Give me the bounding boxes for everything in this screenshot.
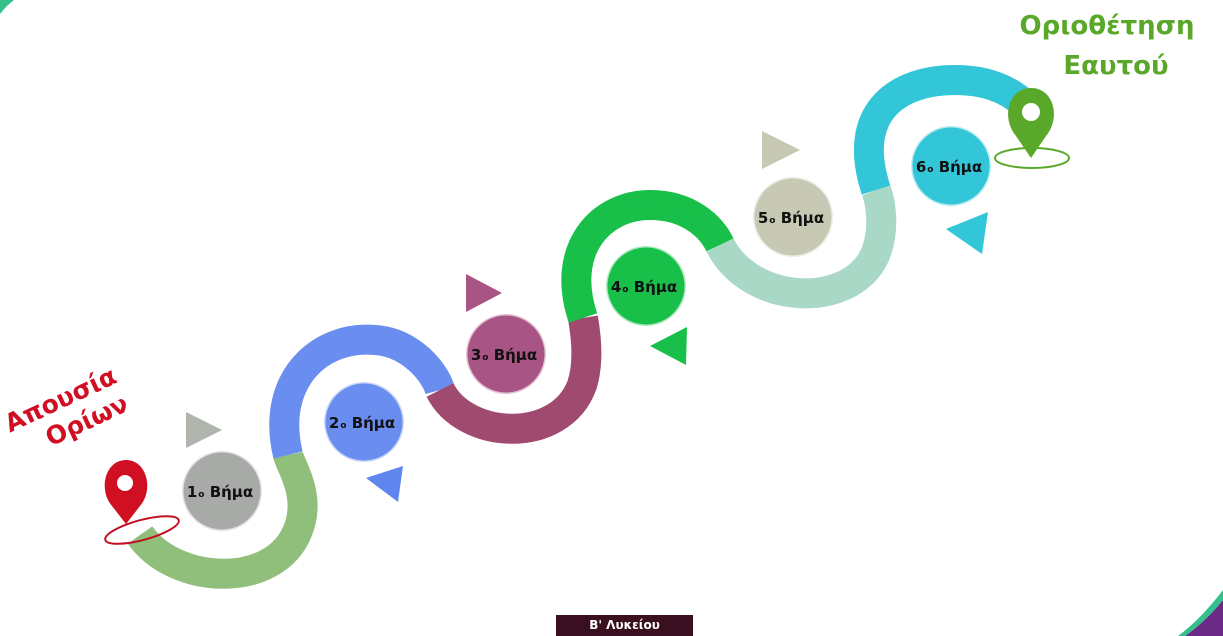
arrow-step-5 [762, 131, 800, 169]
step-word: Βήμα [204, 483, 253, 501]
step-ordinal-suffix: ο [198, 490, 204, 500]
step-ordinal-suffix: ο [340, 421, 346, 431]
step-number: 4 [611, 278, 621, 296]
footer-tag: Β' Λυκείου [556, 615, 693, 636]
step-ordinal-suffix: ο [927, 165, 933, 175]
step-number: 2 [329, 414, 339, 432]
step-circle [322, 380, 406, 464]
corner-decoration-top-left [0, 0, 14, 14]
step-label: 1ο Βήμα [187, 483, 253, 501]
step-label: 6ο Βήμα [916, 158, 982, 176]
step-circle [751, 175, 835, 259]
step-circle [180, 449, 264, 533]
step-ordinal-suffix: ο [482, 353, 488, 363]
end-title: Οριοθέτηση Εαυτού [1020, 11, 1195, 81]
end-pin-icon [994, 88, 1070, 169]
step-6: 6ο Βήμα [909, 124, 993, 208]
direction-arrows [186, 131, 988, 502]
step-ordinal-suffix: ο [622, 285, 628, 295]
road [127, 64, 1036, 589]
end-title-line-1: Οριοθέτηση [1020, 11, 1195, 41]
step-label: 2ο Βήμα [329, 414, 395, 432]
step-word: Βήμα [488, 346, 537, 364]
step-word: Βήμα [628, 278, 677, 296]
step-3: 3ο Βήμα [464, 312, 548, 396]
step-1: 1ο Βήμα [180, 449, 264, 533]
step-number: 5 [758, 209, 768, 227]
step-label: 4ο Βήμα [611, 278, 677, 296]
step-label: 3ο Βήμα [471, 346, 537, 364]
arrow-step-3 [466, 274, 502, 312]
step-word: Βήμα [933, 158, 982, 176]
arrow-step-6 [946, 212, 988, 254]
step-word: Βήμα [775, 209, 824, 227]
start-pin-icon [104, 460, 180, 545]
step-number: 6 [916, 158, 926, 176]
step-word: Βήμα [346, 414, 395, 432]
arrow-step-2 [366, 466, 403, 502]
step-5: 5ο Βήμα [751, 175, 835, 259]
arrow-step-1 [186, 412, 222, 448]
step-circle [464, 312, 548, 396]
start-title: Απουσία Ορίων [0, 361, 132, 452]
step-label: 5ο Βήμα [758, 209, 824, 227]
step-circle [909, 124, 993, 208]
step-circle [604, 244, 688, 328]
arrow-step-4 [650, 327, 687, 365]
corner-decoration-bottom-right [1185, 600, 1223, 636]
step-ordinal-suffix: ο [769, 216, 775, 226]
step-4: 4ο Βήμα [604, 244, 688, 328]
step-number: 3 [471, 346, 481, 364]
end-title-line-2: Εαυτού [1063, 51, 1168, 81]
step-2: 2ο Βήμα [322, 380, 406, 464]
step-number: 1 [187, 483, 197, 501]
